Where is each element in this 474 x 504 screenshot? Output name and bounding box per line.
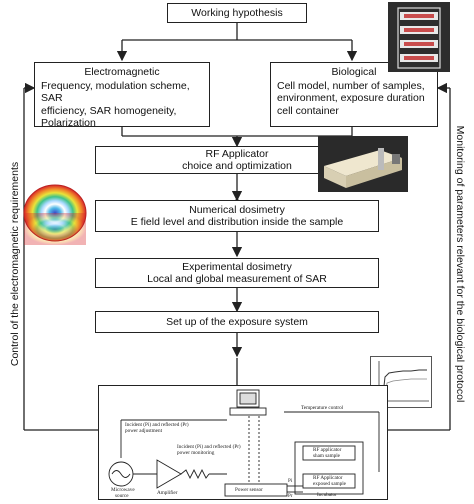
biological-line: cell container <box>277 104 339 117</box>
pr-label: Pr <box>288 493 293 499</box>
exposure-system-schematic: Temperature control Incident (Pi) and re… <box>98 385 388 500</box>
setup-box: Set up of the exposure system <box>95 311 379 333</box>
biological-line: environment, exposure duration <box>277 92 425 104</box>
numerical-dosimetry-subtitle: E field level and distribution inside th… <box>130 216 344 228</box>
biological-box: Biological Cell model, number of samples… <box>270 62 438 127</box>
power-monitoring-label-line1: Incident (Pi) and reflected (Pr) <box>177 444 241 450</box>
flask-rack-photo <box>388 2 450 72</box>
numerical-dosimetry-title: Numerical dosimetry <box>189 203 285 216</box>
electromagnetic-title: Electromagnetic <box>84 66 160 78</box>
biological-line: Cell model, number of samples, <box>277 79 425 92</box>
electromagnetic-line: efficiency, SAR homogeneity, <box>41 104 177 117</box>
amplifier-label: Amplifier <box>157 490 178 496</box>
rf-sham-label-line1: RF applicator <box>313 447 342 453</box>
working-hypothesis-label: Working hypothesis <box>191 6 283 19</box>
working-hypothesis-box: Working hypothesis <box>167 3 307 23</box>
rf-applicator-photo <box>318 136 408 192</box>
left-rail-label: Control of the electromagnetic requireme… <box>9 161 21 367</box>
rf-exposed-label-line2: exposed sample <box>313 481 346 487</box>
incubator-label: Incubator <box>317 492 337 498</box>
electromagnetic-line: Polarization <box>41 117 96 129</box>
rf-sham-label-line2: sham sample <box>313 453 340 459</box>
rf-applicator-title: RF Applicator <box>205 147 269 160</box>
microwave-source-label-line1: Microwave <box>111 487 135 493</box>
sar-distribution-image <box>22 183 88 245</box>
right-rail-label: Monitoring of parameters relevant for th… <box>454 125 466 403</box>
experimental-dosimetry-box: Experimental dosimetry Local and global … <box>95 258 379 288</box>
biological-title: Biological <box>331 66 377 78</box>
microwave-source-label-line2: source <box>115 493 129 499</box>
rf-exposed-label-line1: RF Applicator <box>313 475 343 481</box>
pi-label: Pi <box>288 478 293 484</box>
numerical-dosimetry-box: Numerical dosimetry E field level and di… <box>95 200 379 232</box>
experimental-dosimetry-title: Experimental dosimetry <box>182 260 292 273</box>
power-sensor-label: Power sensor <box>235 487 263 493</box>
electromagnetic-line: Frequency, modulation scheme, SAR <box>41 79 190 105</box>
temperature-control-label: Temperature control <box>301 405 344 411</box>
power-adjustment-label-line1: Incident (Pi) and reflected (Pr) <box>125 422 189 428</box>
experimental-dosimetry-subtitle: Local and global measurement of SAR <box>147 273 327 285</box>
electromagnetic-box: Electromagnetic Frequency, modulation sc… <box>34 62 210 129</box>
rf-applicator-subtitle: choice and optimization <box>182 160 292 172</box>
power-adjustment-label-line2: power adjustment <box>125 428 163 434</box>
power-monitoring-label-line2: power monitoring <box>177 450 215 456</box>
setup-label: Set up of the exposure system <box>166 315 308 328</box>
